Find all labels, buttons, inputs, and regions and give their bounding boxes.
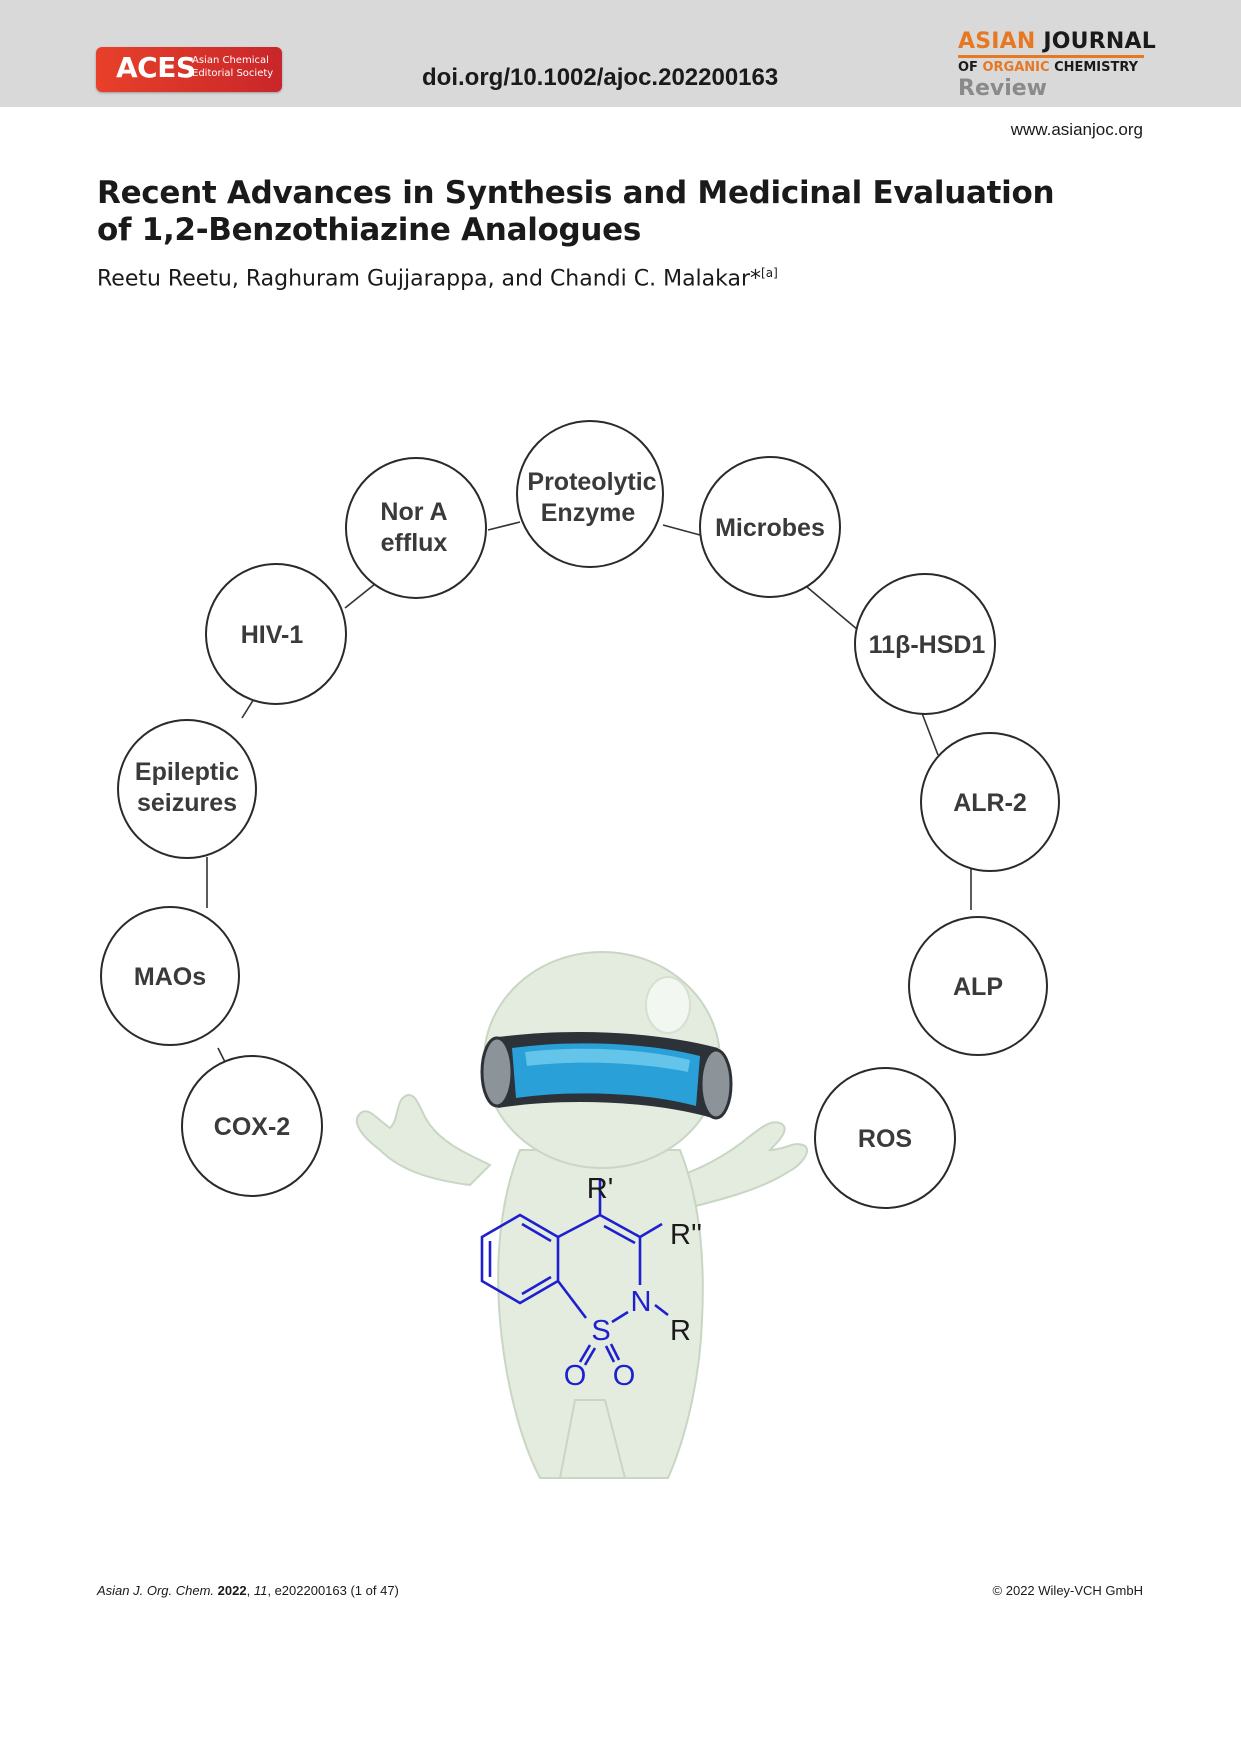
connector-line: [919, 707, 939, 756]
footer-copyright: © 2022 Wiley-VCH GmbH: [992, 1583, 1143, 1598]
target-node-maos[interactable]: MAOs: [100, 906, 240, 1046]
footer-volume: 11: [253, 1583, 268, 1598]
target-node-ros[interactable]: ROS: [814, 1067, 956, 1209]
author-list: Reetu Reetu, Raghuram Gujjarappa, and Ch…: [97, 266, 778, 291]
target-node-nor-a-efflux[interactable]: Nor A efflux: [345, 457, 487, 599]
aces-society-name: Asian Chemical Editorial Society: [192, 55, 274, 79]
journal-logo-rule: [958, 55, 1144, 58]
journal-word-of: OF: [958, 60, 978, 75]
target-node-cox2[interactable]: COX-2: [181, 1055, 323, 1197]
target-label-line1: Proteolytic: [527, 468, 656, 496]
benzothiazine-structure: [480, 1178, 669, 1366]
connector-line: [806, 586, 859, 631]
mascot-figure: [355, 951, 808, 1479]
article-title: Recent Advances in Synthesis and Medicin…: [97, 175, 1055, 248]
article-type: Review: [958, 76, 1047, 101]
footer-article-number: e202200163 (1 of 47): [274, 1583, 399, 1598]
label-r: R: [670, 1315, 691, 1347]
target-circles: COX-2 MAOs Epileptic seizures HIV-1 Nor …: [100, 420, 1060, 1209]
target-label-line1: Epileptic: [135, 758, 239, 786]
footer-year: 2022: [217, 1583, 247, 1598]
ring-bond-c3: [599, 1213, 641, 1239]
footer-journal-abbr: Asian J. Org. Chem.: [97, 1583, 215, 1598]
journal-word-asian: ASIAN: [958, 29, 1036, 54]
target-label-line2: seizures: [137, 789, 237, 817]
connector-line: [662, 524, 701, 536]
target-label: Microbes: [715, 514, 825, 542]
target-label: ROS: [858, 1125, 912, 1153]
mascot-visor-left-cap: [480, 1036, 514, 1108]
label-sulfur: S: [591, 1315, 610, 1347]
journal-word-journal: JOURNAL: [1043, 29, 1156, 54]
sulfonyl-bond-o1: [578, 1344, 592, 1363]
target-label-line2: Enzyme: [541, 499, 636, 527]
mascot-visor-glare: [525, 1048, 690, 1072]
connector-line: [487, 521, 521, 531]
aces-logo-text: ACES: [116, 51, 196, 84]
target-label: MAOs: [134, 963, 206, 991]
target-node-proteolytic-enzyme[interactable]: Proteolytic Enzyme: [516, 420, 664, 568]
footer-citation: Asian J. Org. Chem. 2022, 11, e202200163…: [97, 1583, 399, 1598]
affiliation-mark[interactable]: [a]: [761, 266, 778, 280]
substituent-bond-r3: [654, 1303, 669, 1317]
substituent-bond-r2: [639, 1222, 663, 1239]
ring-bond-s-c: [556, 1280, 588, 1319]
label-r-double-prime: R'': [670, 1219, 702, 1251]
structure-atom-labels: R' R'' R N S O O: [564, 1173, 702, 1392]
target-label-line1: Nor A: [380, 498, 447, 526]
author-names: Reetu Reetu, Raghuram Gujjarappa, and Ch…: [97, 266, 762, 292]
label-oxygen-2: O: [613, 1360, 636, 1392]
sulfonyl-bond-o2: [604, 1345, 616, 1363]
benzene-double-bond: [521, 1275, 552, 1296]
mascot-left-arm: [355, 1094, 492, 1187]
benzene-double-bond: [521, 1222, 552, 1243]
target-node-hiv1[interactable]: HIV-1: [205, 563, 347, 705]
journal-word-organic: ORGANIC: [982, 60, 1050, 75]
mascot-visor-right-cap: [699, 1048, 733, 1120]
journal-word-chemistry: CHEMISTRY: [1054, 60, 1139, 75]
target-node-alp[interactable]: ALP: [908, 916, 1048, 1056]
doi-link[interactable]: doi.org/10.1002/ajoc.202200163: [422, 64, 779, 91]
journal-website-link[interactable]: www.asianjoc.org: [1010, 120, 1143, 139]
sulfonyl-double-line-o1: [583, 1347, 597, 1366]
mascot-legs: [545, 1399, 668, 1479]
target-node-epileptic-seizures[interactable]: Epileptic seizures: [117, 719, 257, 859]
target-label-line2: efflux: [381, 529, 448, 557]
sulfonyl-double-line-o2: [609, 1343, 621, 1361]
target-label: ALP: [953, 973, 1003, 1001]
ring-bond-c4: [557, 1213, 601, 1239]
journal-logo-line2: OF ORGANIC CHEMISTRY: [958, 60, 1148, 76]
aces-logo[interactable]: ACES Asian Chemical Editorial Society: [96, 47, 282, 92]
target-node-microbes[interactable]: Microbes: [699, 456, 841, 598]
mascot-head-shine: [645, 976, 691, 1034]
journal-logo: ASIAN JOURNAL OF ORGANIC CHEMISTRY: [958, 29, 1156, 76]
target-node-11b-hsd1[interactable]: 11β-HSD1: [854, 573, 996, 715]
label-oxygen-1: O: [564, 1360, 587, 1392]
ring-double-bond: [603, 1224, 636, 1245]
target-label: HIV-1: [241, 621, 304, 649]
target-label: 11β-HSD1: [869, 631, 986, 659]
target-node-alr2[interactable]: ALR-2: [920, 732, 1060, 872]
label-nitrogen: N: [631, 1286, 652, 1318]
ring-bond-n-s: [611, 1310, 629, 1324]
label-r-prime: R': [587, 1173, 613, 1205]
journal-logo-line1: ASIAN JOURNAL: [958, 29, 1156, 54]
target-label: COX-2: [214, 1113, 290, 1141]
target-label: ALR-2: [953, 789, 1027, 817]
